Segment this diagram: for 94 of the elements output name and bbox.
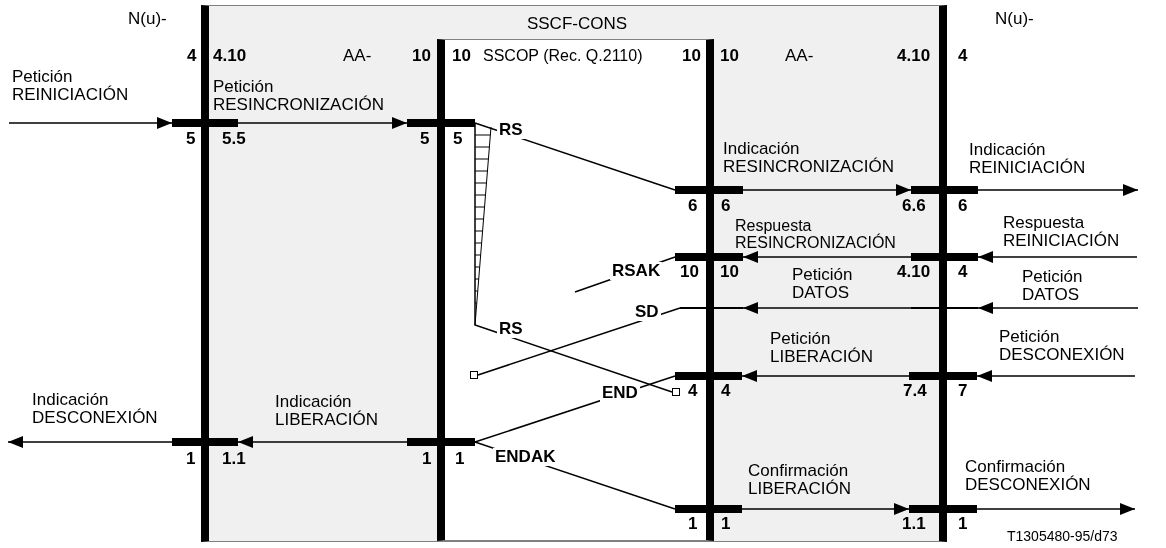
tick-bar — [172, 119, 238, 127]
state-number: 1 — [186, 450, 196, 469]
state-number: 1 — [422, 450, 432, 469]
edge-label: Respuesta RESINCRONIZACIÓN — [735, 218, 896, 252]
state-number: 4.10 — [897, 263, 931, 282]
state-number: 5 — [420, 130, 430, 149]
arrow — [741, 503, 910, 515]
tick-bar — [911, 186, 978, 194]
state-number: 10 — [452, 47, 471, 66]
state-number: 1 — [958, 515, 968, 534]
message-line — [477, 307, 681, 376]
square-marker — [672, 388, 680, 396]
state-number: 6 — [721, 197, 731, 216]
edge-label: RS — [497, 320, 525, 338]
state-number: 4.10 — [897, 47, 931, 66]
state-number: 1.1 — [902, 515, 926, 534]
tick-bar — [172, 438, 238, 446]
tick-bar — [675, 186, 743, 194]
tick-bar — [675, 372, 742, 380]
arrow — [8, 117, 173, 129]
state-number: 5 — [186, 130, 196, 149]
arrow — [237, 117, 408, 129]
state-number: 10 — [720, 47, 739, 66]
state-number: 4.10 — [213, 47, 247, 66]
tick-bar — [675, 253, 743, 261]
state-number: 4 — [187, 47, 197, 66]
layer-label: N(u)- — [995, 10, 1034, 29]
edge-label: Petición RESINCRONIZACIÓN — [213, 78, 384, 114]
arrow — [742, 184, 912, 196]
edge-label: RSAK — [610, 262, 663, 280]
arrow — [742, 251, 912, 263]
edge-label: END — [600, 384, 640, 402]
edge-label: SD — [633, 303, 661, 321]
edge-label: ENDAK — [493, 448, 558, 466]
layer-title: SSCF-CONS — [526, 15, 628, 34]
layer-label: AA- — [785, 47, 814, 66]
edge-label: Petición DATOS — [1022, 268, 1083, 304]
state-number: 1 — [688, 515, 698, 534]
state-number: 4 — [688, 382, 698, 401]
message-line — [474, 122, 673, 393]
edge-label: Confirmación LIBERACIÓN — [748, 462, 851, 498]
state-number: 6 — [958, 197, 968, 216]
edge-label: Indicación DESCONEXIÓN — [32, 391, 158, 427]
layer-title: SSCOP (Rec. Q.2110) — [483, 47, 643, 65]
edge-label: Petición LIBERACIÓN — [770, 330, 873, 366]
edge-label: Petición DATOS — [792, 266, 853, 302]
state-number: 10 — [680, 263, 699, 282]
state-number: 10 — [682, 47, 701, 66]
tick-bar — [675, 505, 742, 513]
arrow — [7, 436, 173, 448]
edge-label: Indicación LIBERACIÓN — [275, 393, 378, 429]
state-number: 6.6 — [902, 197, 926, 216]
tick-bar — [911, 253, 978, 261]
state-number: 10 — [720, 263, 739, 282]
arrow — [741, 370, 910, 382]
tick-bar — [911, 307, 978, 309]
state-number: 5 — [453, 130, 463, 149]
arrow — [977, 302, 1139, 314]
layer-label: N(u)- — [128, 10, 167, 29]
state-number: 5.5 — [222, 130, 246, 149]
protocol-layer-band — [201, 5, 947, 542]
edge-label: Petición REINICIACIÓN — [12, 68, 129, 104]
state-number: 7.4 — [903, 382, 927, 401]
arrow — [976, 503, 1136, 515]
state-number: 1.1 — [222, 450, 246, 469]
arrow — [977, 184, 1139, 196]
edge-label: Respuesta REINICIACIÓN — [1003, 214, 1120, 250]
tick-bar — [909, 372, 977, 380]
tick-bar — [680, 307, 743, 309]
edge-label: Indicación REINICIACIÓN — [969, 141, 1086, 177]
state-number: 10 — [412, 47, 431, 66]
message-line — [474, 122, 676, 191]
edge-label: Indicación RESINCRONIZACIÓN — [723, 140, 894, 176]
arrow — [977, 251, 1138, 263]
state-number: 4 — [958, 47, 968, 66]
sublayer-box — [437, 39, 714, 541]
state-number: 4 — [958, 263, 968, 282]
square-marker — [470, 371, 478, 379]
arrow — [742, 302, 912, 314]
tick-bar — [407, 119, 475, 127]
state-number: 7 — [958, 382, 968, 401]
state-number: 4 — [721, 382, 731, 401]
state-number: 6 — [688, 197, 698, 216]
tick-bar — [407, 438, 475, 446]
state-number: 1 — [455, 450, 465, 469]
arrow — [976, 370, 1136, 382]
edge-label: RS — [497, 121, 525, 139]
arrow — [237, 436, 408, 448]
figure-code: T1305480-95/d73 — [1007, 529, 1118, 545]
edge-label: Confirmación DESCONEXIÓN — [965, 458, 1091, 494]
tick-bar — [909, 505, 977, 513]
state-number: 1 — [721, 515, 731, 534]
layer-label: AA- — [343, 47, 372, 66]
edge-label: Petición DESCONEXIÓN — [999, 328, 1125, 364]
